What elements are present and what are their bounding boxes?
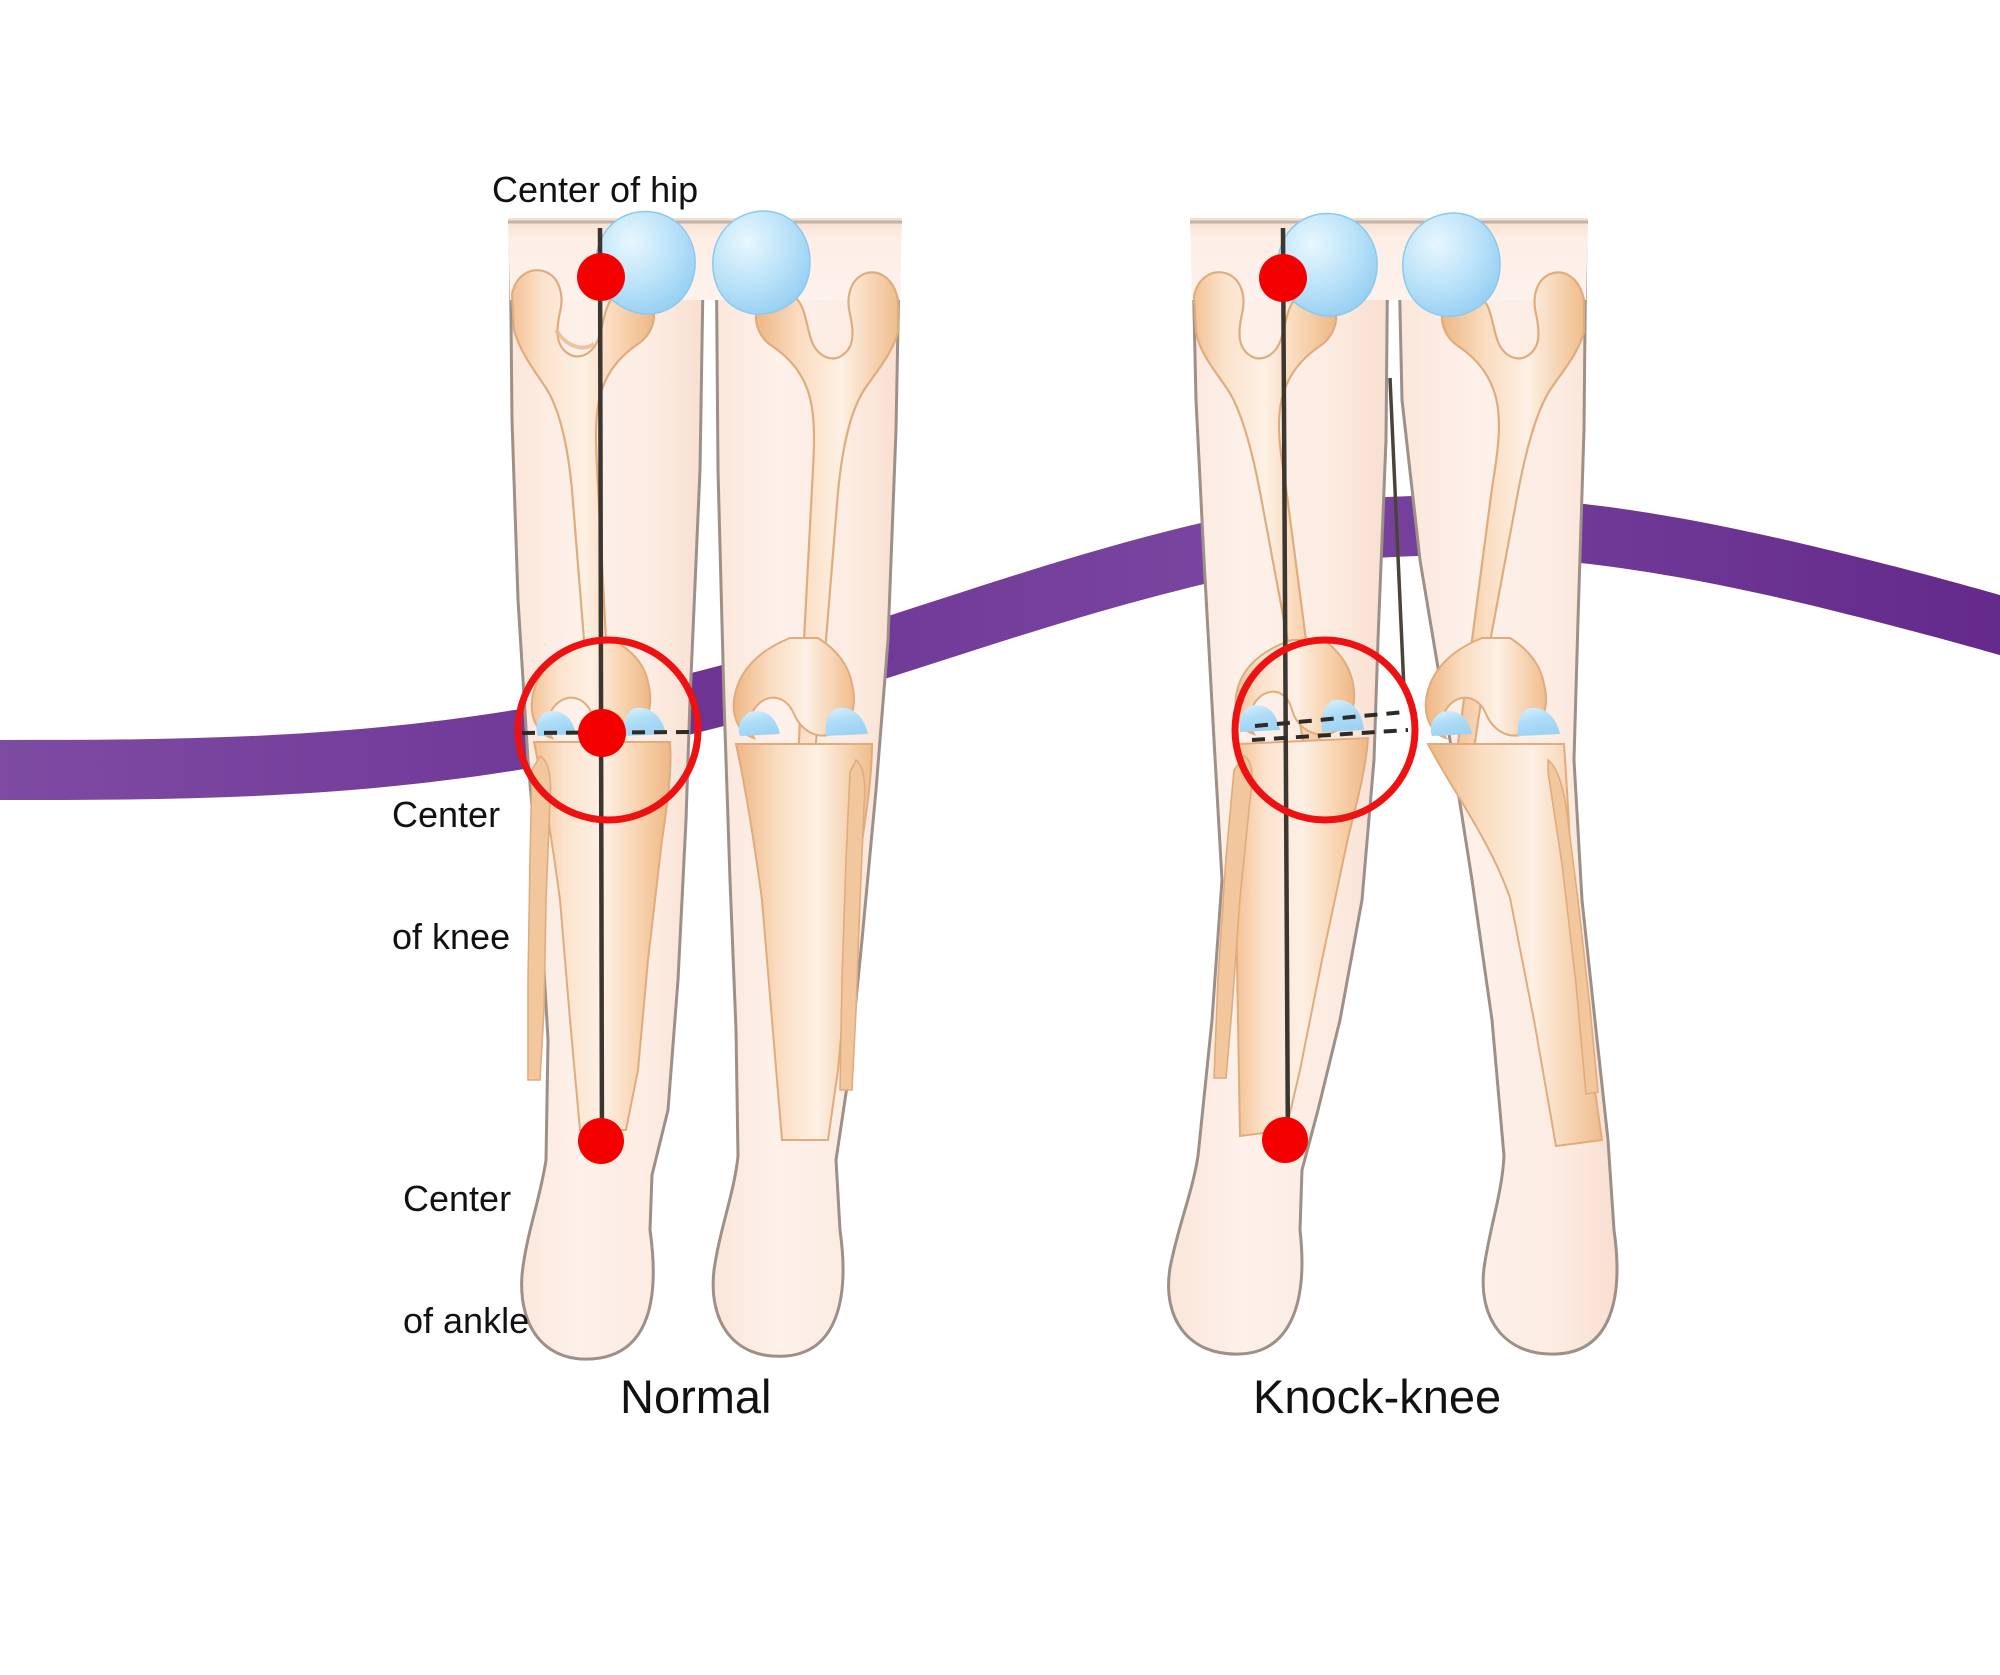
normal-knee-highlight-circle: [514, 636, 702, 824]
caption-knock-knee: Knock-knee: [1253, 1370, 1502, 1423]
normal-ankle-center-marker: [578, 1118, 624, 1164]
label-center-of-knee-line2: of knee: [392, 916, 511, 958]
label-center-of-hip: Center of hip: [492, 169, 699, 210]
caption-normal: Normal: [620, 1370, 772, 1423]
knock-femur-anatomic-axis-line: [1388, 377, 1406, 691]
label-center-of-knee-line1: Center: [392, 794, 501, 836]
knock-mechanical-axis-line: [1280, 227, 1291, 1159]
label-center-of-ankle-line2: of ankle: [403, 1300, 530, 1342]
label-center-of-ankle: Center of ankle: [403, 1098, 529, 1423]
knock-knee-highlight-circle: [1231, 636, 1419, 824]
purple-wave-band: [0, 495, 2000, 800]
normal-hip-center-marker: [577, 253, 625, 301]
knock-right-knee-joint: [1424, 637, 1604, 1148]
normal-knee-center-marker: [578, 709, 626, 757]
normal-right-knee-joint: [732, 637, 874, 1141]
label-center-of-ankle-line1: Center: [403, 1178, 512, 1220]
knock-knee-dashed-line-lower: [1251, 728, 1409, 742]
knock-hip-center-marker: [1259, 254, 1307, 302]
knock-knee-dashed-line-upper: [1254, 710, 1406, 728]
normal-right-femoral-head-cartilage: [712, 210, 811, 315]
knock-ankle-center-marker: [1262, 1117, 1308, 1163]
knock-right-femoral-head-cartilage: [1402, 212, 1501, 317]
label-center-of-knee: Center of knee: [392, 714, 510, 1039]
normal-mechanical-axis-line: [597, 227, 605, 1161]
normal-knee-reference-dashed-line: [521, 730, 695, 735]
